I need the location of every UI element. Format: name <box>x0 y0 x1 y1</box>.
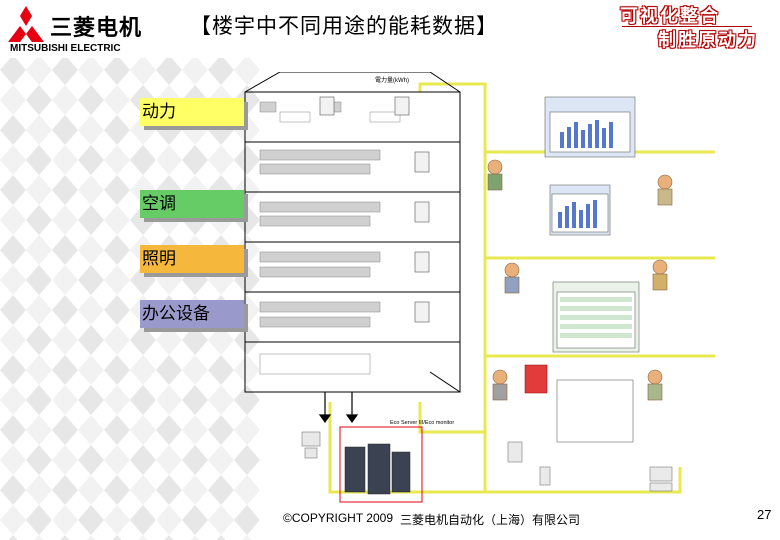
slogan-line-2: 制胜原动力 <box>658 30 758 51</box>
footer-company: 三菱电机自动化（上海）有限公司 <box>400 513 581 527</box>
slogan: 可视化整合 制胜原动力 <box>600 2 776 52</box>
slogan-divider <box>622 26 752 27</box>
page-title: 【楼宇中不同用途的能耗数据】 <box>190 14 498 38</box>
category-office-equipment: 办公设备 <box>140 300 244 328</box>
meter-top-label: 電力量(kWh) <box>375 76 409 84</box>
chart-bars <box>558 120 613 228</box>
floor-desks <box>259 101 401 375</box>
down-arrows <box>318 392 359 424</box>
logo-chinese-text: 三菱电机 <box>50 16 143 41</box>
floor-meters <box>319 96 430 323</box>
building-frame <box>244 72 461 393</box>
software-screens <box>544 96 640 443</box>
category-power: 动力 <box>140 98 244 126</box>
page-number: 27 <box>757 507 772 522</box>
server-area <box>339 426 423 503</box>
pc-left <box>301 431 321 459</box>
header-bar: 三菱电机 MITSUBISHI ELECTRIC 【楼宇中不同用途的能耗数据】 … <box>0 0 780 58</box>
report-document <box>524 364 548 394</box>
logo-english-text: MITSUBISHI ELECTRIC <box>10 43 121 54</box>
table-rows <box>560 297 632 338</box>
category-air-conditioning: 空调 <box>140 190 244 218</box>
servers <box>344 443 411 495</box>
footer-copyright: ©COPYRIGHT 2009 <box>283 511 393 525</box>
energy-monitoring-diagram: 電力量(kWh) Eco Server III/Eco m <box>244 72 715 503</box>
background-diamond-pattern <box>0 55 260 540</box>
three-diamonds-icon <box>8 6 44 42</box>
slogan-line-1: 可视化整合 <box>620 6 720 27</box>
server-label: Eco Server III/Eco monitor <box>390 420 454 426</box>
bottom-devices <box>507 441 673 492</box>
mitsubishi-logo: 三菱电机 MITSUBISHI ELECTRIC <box>6 6 156 54</box>
people-icons <box>487 159 673 401</box>
category-lighting: 照明 <box>140 245 244 273</box>
